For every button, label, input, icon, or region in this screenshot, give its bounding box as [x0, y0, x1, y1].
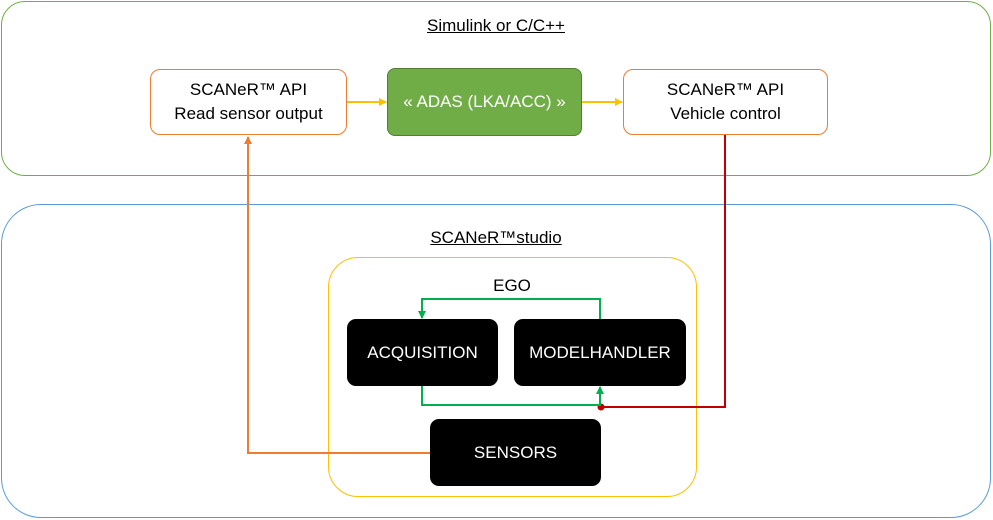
sensors-to-read-arrow	[244, 136, 430, 454]
read-sensor-api-label: SCANeR™ API	[189, 80, 308, 99]
scaner-studio-title: SCANeR™studio	[430, 228, 562, 247]
modelhandler-label: MODELHANDLER	[529, 342, 671, 362]
adas-block: « ADAS (LKA/ACC) »	[387, 68, 582, 136]
modelhandler-block: MODELHANDLER	[514, 319, 686, 386]
acquisition-label: ACQUISITION	[367, 342, 478, 362]
acquisition-to-model-arrow	[421, 386, 604, 406]
acquisition-block: ACQUISITION	[347, 319, 498, 386]
sensors-label: SENSORS	[473, 442, 558, 462]
read-sensor-output-block: SCANeR™ API Read sensor output	[150, 69, 347, 135]
adas-label: « ADAS (LKA/ACC) »	[403, 92, 566, 111]
simulink-title: Simulink or C/C++	[427, 16, 565, 35]
model-to-acquisition-arrow	[418, 298, 601, 319]
vehicle-control-block: SCANeR™ API Vehicle control	[623, 69, 828, 135]
vehicle-control-to-model-line	[601, 135, 726, 408]
sensors-block: SENSORS	[430, 419, 601, 486]
ego-label: EGO	[493, 276, 531, 295]
vehicle-control-label: Vehicle control	[670, 104, 781, 123]
read-sensor-output-label: Read sensor output	[174, 104, 323, 123]
vehicle-control-api-label: SCANeR™ API	[666, 80, 785, 99]
